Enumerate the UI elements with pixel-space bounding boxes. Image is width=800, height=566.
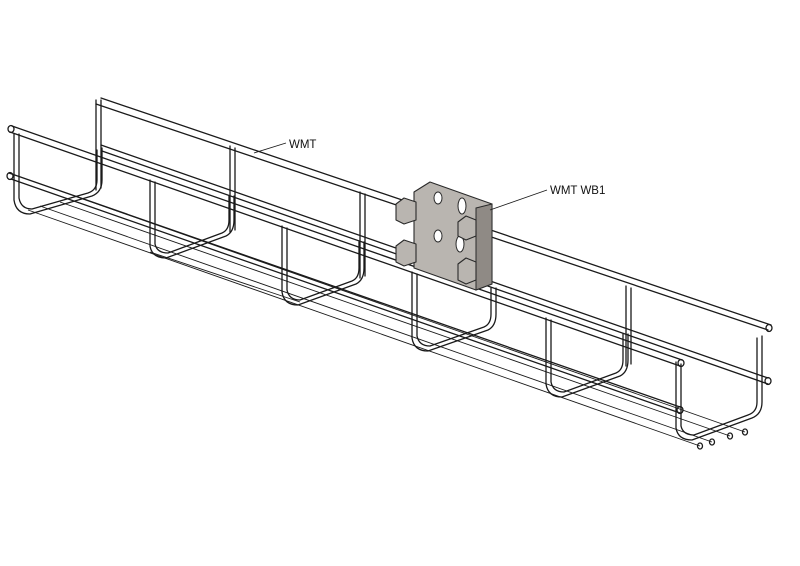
bracket-leader-line [489,189,548,211]
bracket-label: WMT WB1 [550,185,605,197]
bottom-wires [27,197,746,447]
front-middle-rail [8,172,681,414]
tray-callout: WMT [253,139,316,154]
cross-members [13,133,763,441]
wire-mesh-tray [6,97,773,450]
tray-leader-line [253,142,287,154]
tray-label: WMT [289,139,316,151]
front-top-rail [9,125,683,367]
wall-bracket [395,181,493,291]
back-posts [95,99,632,367]
rail-ends [6,124,773,450]
bracket-callout: WMT WB1 [489,185,605,211]
